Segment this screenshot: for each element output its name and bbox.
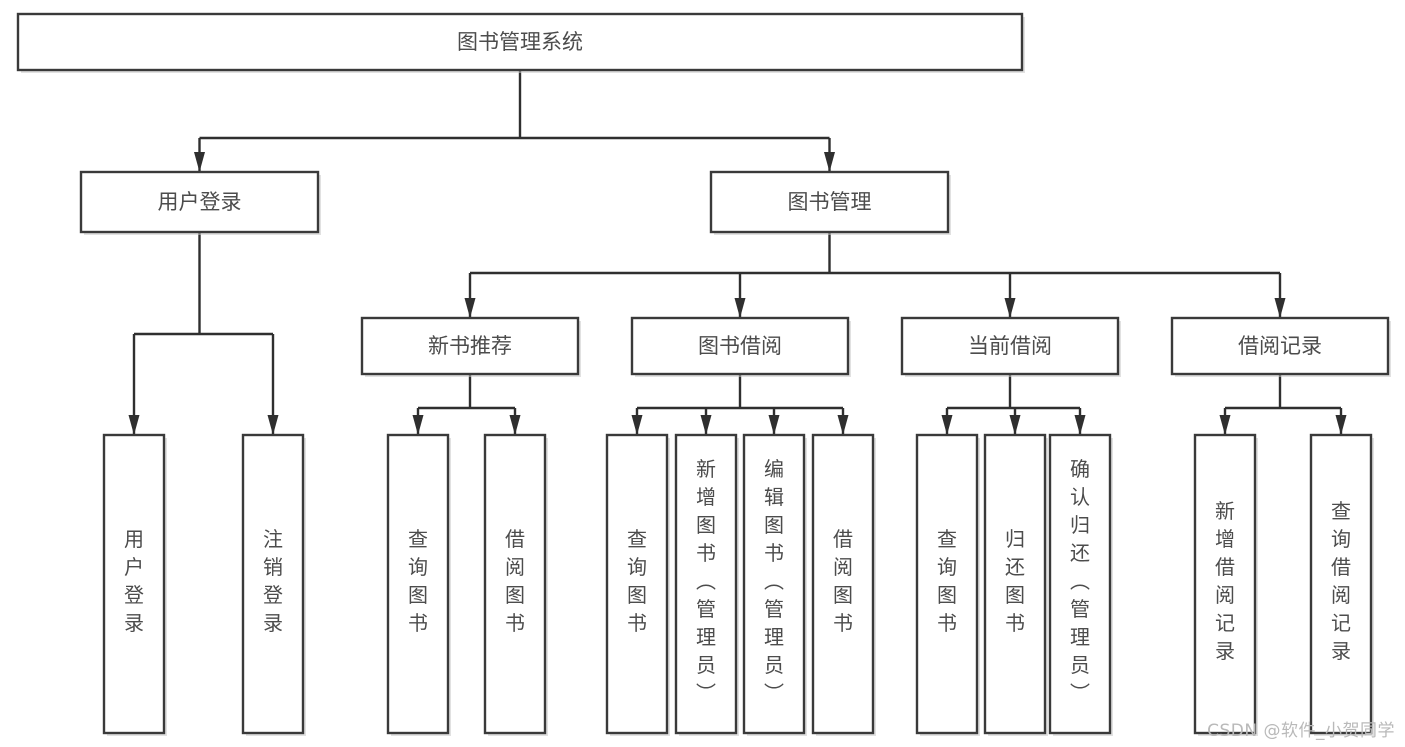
- node-box[interactable]: [709, 170, 950, 234]
- node-box[interactable]: [1048, 433, 1112, 735]
- node-borrow-record[interactable]: 借阅记录: [1170, 316, 1391, 377]
- edge-arrowhead: [1009, 415, 1021, 435]
- node-box[interactable]: [102, 433, 166, 735]
- node-leaf-return-book[interactable]: 归还图书: [983, 433, 1048, 736]
- node-box[interactable]: [79, 170, 320, 234]
- node-box[interactable]: [1170, 316, 1390, 376]
- node-box[interactable]: [915, 433, 979, 735]
- node-leaf-add-book[interactable]: 新增图书︵管理员︶: [674, 433, 739, 736]
- node-box[interactable]: [605, 433, 669, 735]
- node-leaf-borrow-book[interactable]: 借阅图书: [811, 433, 876, 736]
- node-label: 编辑图书︵管理员︶: [764, 457, 784, 705]
- edge-arrowhead: [464, 298, 476, 318]
- node-leaf-query-book-current[interactable]: 查询图书: [915, 433, 980, 736]
- node-label: 图书借阅: [698, 334, 782, 358]
- node-label: 查询图书: [937, 527, 957, 635]
- node-label: 图书管理系统: [457, 30, 583, 54]
- node-label: 新增图书︵管理员︶: [696, 457, 716, 705]
- node-label: 借阅图书: [505, 527, 525, 635]
- edge-arrowhead: [194, 152, 205, 172]
- node-label: 借阅记录: [1238, 334, 1322, 358]
- edge-arrowhead: [824, 152, 835, 172]
- edge-arrowhead: [1074, 415, 1086, 435]
- node-box[interactable]: [1193, 433, 1257, 735]
- edge-arrowhead: [837, 415, 849, 435]
- node-new-book-recommend[interactable]: 新书推荐: [360, 316, 581, 377]
- node-leaf-logout-login[interactable]: 注销登录: [241, 433, 306, 736]
- node-box[interactable]: [983, 433, 1047, 735]
- node-leaf-query-book-recommend[interactable]: 查询图书: [386, 433, 451, 736]
- node-box[interactable]: [483, 433, 547, 735]
- edge-arrowhead: [941, 415, 953, 435]
- node-leaf-borrow-book-recommend[interactable]: 借阅图书: [483, 433, 548, 736]
- csdn-watermark: CSDN @软件_小贺同学: [1207, 721, 1395, 741]
- node-leaf-query-book-borrow[interactable]: 查询图书: [605, 433, 670, 736]
- edge-arrowhead: [412, 415, 424, 435]
- node-box[interactable]: [360, 316, 580, 376]
- node-leaf-query-borrow-record[interactable]: 查询借阅记录: [1309, 433, 1374, 736]
- node-label: 用户登录: [124, 527, 144, 635]
- node-box[interactable]: [742, 433, 806, 735]
- node-book-manage[interactable]: 图书管理: [709, 170, 951, 235]
- node-root[interactable]: 图书管理系统: [16, 12, 1025, 73]
- edges-layer: [128, 70, 1347, 435]
- node-box[interactable]: [1309, 433, 1373, 735]
- node-leaf-confirm-return[interactable]: 确认归还︵管理员︶: [1048, 433, 1113, 736]
- edge-arrowhead: [1274, 298, 1286, 318]
- node-label: 新书推荐: [428, 334, 512, 358]
- node-label: 归还图书: [1005, 527, 1025, 635]
- node-current-borrow[interactable]: 当前借阅: [900, 316, 1121, 377]
- node-label: 借阅图书: [833, 527, 853, 635]
- edge-arrowhead: [1004, 298, 1016, 318]
- node-label: 当前借阅: [968, 334, 1052, 358]
- edge-arrowhead: [768, 415, 780, 435]
- edge-arrowhead: [128, 415, 140, 435]
- node-book-borrow[interactable]: 图书借阅: [630, 316, 851, 377]
- node-box[interactable]: [900, 316, 1120, 376]
- node-user-login[interactable]: 用户登录: [79, 170, 321, 235]
- node-label: 注销登录: [263, 527, 283, 635]
- node-box[interactable]: [386, 433, 450, 735]
- edge-arrowhead: [734, 298, 746, 318]
- edge-arrowhead: [1335, 415, 1347, 435]
- node-label: 查询图书: [627, 527, 647, 635]
- edge-arrowhead: [631, 415, 643, 435]
- node-leaf-add-borrow-record[interactable]: 新增借阅记录: [1193, 433, 1258, 736]
- node-label: 确认归还︵管理员︶: [1070, 457, 1090, 705]
- node-box[interactable]: [241, 433, 305, 735]
- node-label: 新增借阅记录: [1215, 499, 1235, 663]
- node-box[interactable]: [630, 316, 850, 376]
- node-label: 查询借阅记录: [1331, 499, 1351, 663]
- edge-arrowhead: [509, 415, 521, 435]
- node-leaf-user-login[interactable]: 用户登录: [102, 433, 167, 736]
- node-label: 查询图书: [408, 527, 428, 635]
- node-box[interactable]: [16, 12, 1024, 72]
- edge-arrowhead: [1219, 415, 1231, 435]
- node-label: 用户登录: [158, 190, 242, 214]
- node-label: 图书管理: [788, 190, 872, 214]
- edge-arrowhead: [267, 415, 279, 435]
- edge-arrowhead: [700, 415, 712, 435]
- node-box[interactable]: [811, 433, 875, 735]
- node-leaf-edit-book[interactable]: 编辑图书︵管理员︶: [742, 433, 807, 736]
- nodes-layer: 图书管理系统用户登录图书管理新书推荐图书借阅当前借阅借阅记录用户登录注销登录查询…: [16, 12, 1391, 736]
- node-box[interactable]: [674, 433, 738, 735]
